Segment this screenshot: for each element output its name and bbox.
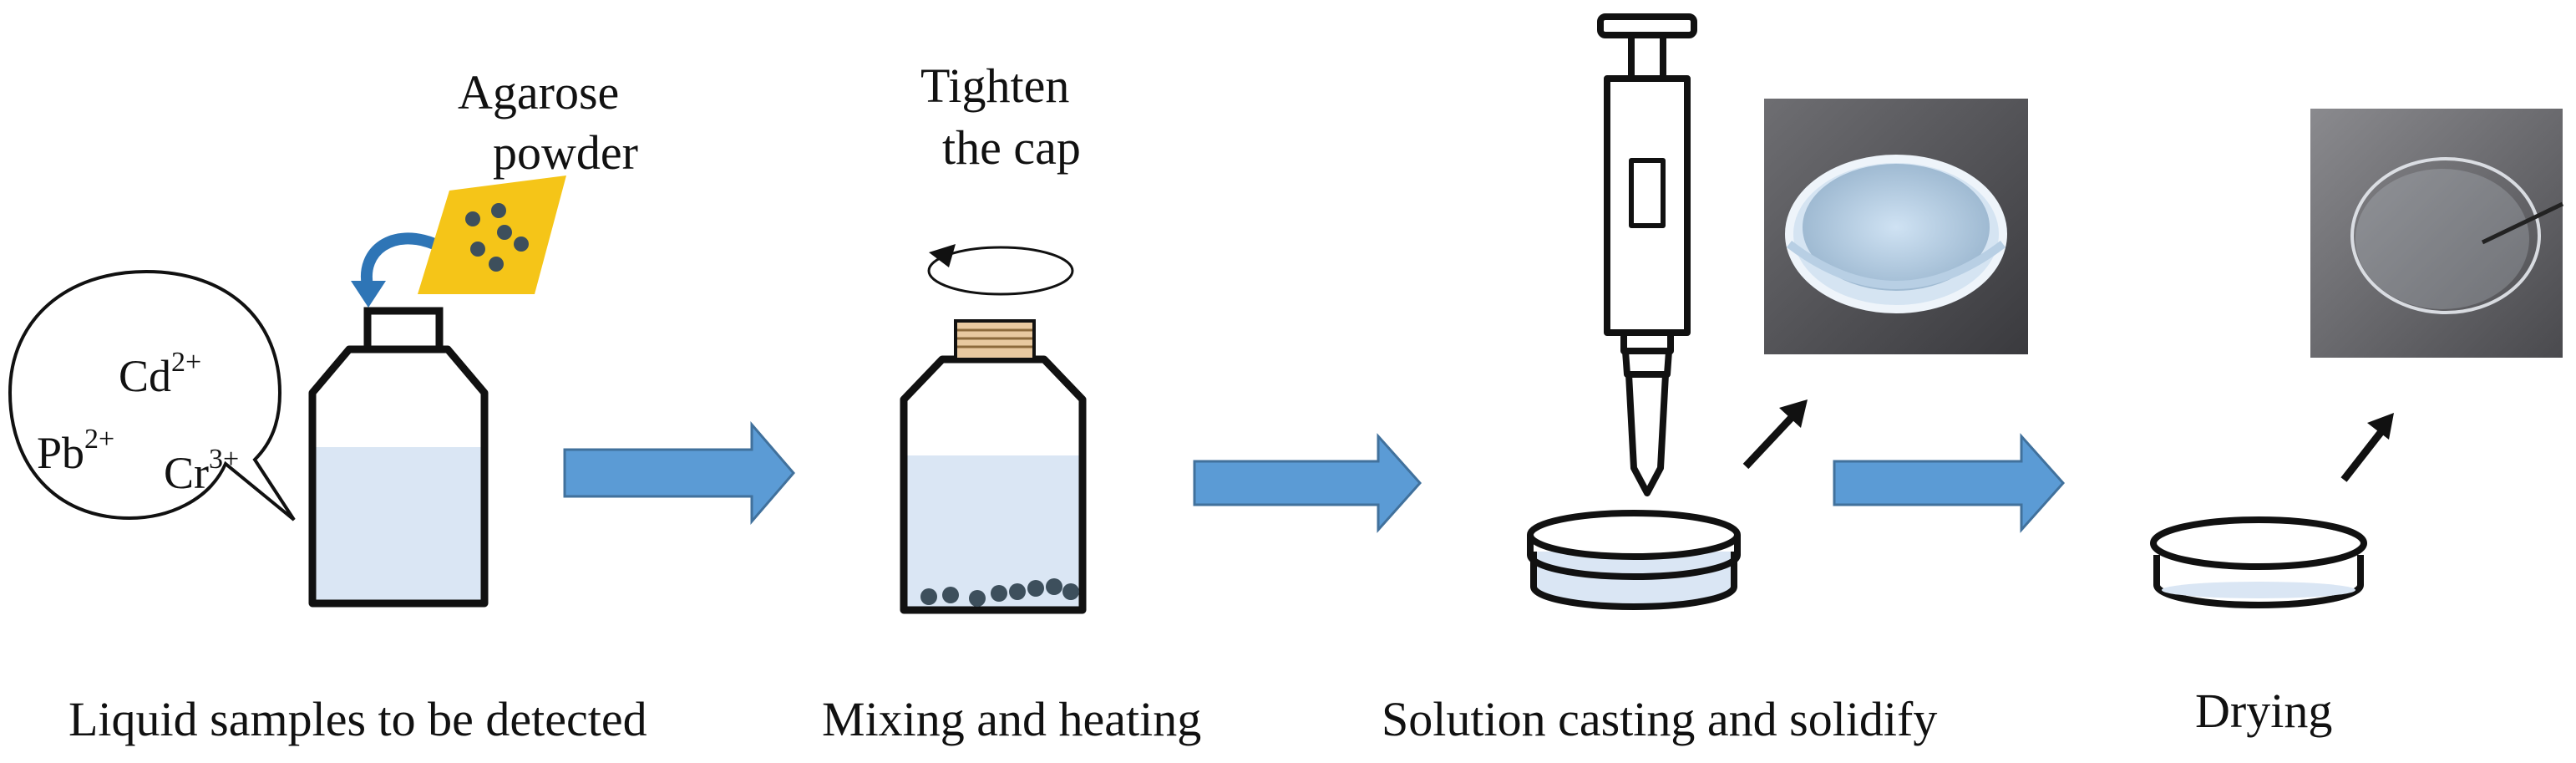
settled-powder (920, 578, 1079, 607)
ion-cr: Cr3+ (164, 444, 239, 498)
step4-group: Drying (2150, 109, 2564, 738)
pour-curve-arrow-icon (360, 232, 440, 292)
mixing-bottle (900, 319, 1087, 614)
flow-arrow-3 (1833, 433, 2066, 533)
step1-caption: Liquid samples to be detected (68, 692, 647, 746)
bottle2-body (900, 355, 1087, 614)
bottle-liquid (312, 447, 484, 603)
drying-dish (2150, 516, 2367, 608)
step1-group: Cd2+ Pb2+ Cr3+ Agarose powder Liqu (8, 65, 647, 746)
pointer-arrowhead-1 (1779, 399, 1808, 428)
ion-pb: Pb2+ (37, 424, 114, 478)
powder-label-line1: Agarose (458, 65, 619, 120)
powder-label-line2: powder (493, 125, 638, 180)
tightened-cap (954, 319, 1036, 361)
agarose-powder-sheet (418, 175, 566, 294)
tighten-note-line2: the cap (942, 120, 1081, 175)
flow-arrow-1 (563, 420, 795, 526)
bottle-neck (363, 307, 444, 354)
pointer-arrow-1 (1742, 408, 1801, 470)
step2-caption: Mixing and heating (822, 692, 1201, 746)
powder-particles (465, 203, 529, 272)
rotation-arrowhead-icon (929, 244, 956, 267)
step3-group: Solution casting and solidify (1382, 13, 2028, 746)
bottle-body (308, 345, 489, 608)
flow-arrow-2 (1193, 433, 1422, 533)
step4-caption: Drying (2195, 684, 2332, 738)
pointer-arrowhead-2 (2367, 413, 2394, 440)
rotation-ellipse-icon (927, 246, 1074, 296)
gel-dish-photo (1764, 99, 2028, 354)
pointer-arrow-2 (2340, 424, 2389, 482)
ion-speech-bubble (8, 269, 296, 521)
tighten-note-line1: Tighten (920, 58, 1069, 113)
pour-arrowhead-icon (351, 281, 386, 308)
step3-caption: Solution casting and solidify (1382, 692, 1937, 746)
dried-film-photo (2310, 109, 2564, 358)
bottle2-liquid (904, 455, 1083, 610)
pipette-icon (1597, 13, 1697, 496)
ion-cd: Cd2+ (119, 347, 201, 401)
step2-group: Tighten the cap (822, 58, 1201, 746)
sample-bottle (308, 307, 489, 608)
petri-dish-casting (1527, 510, 1741, 610)
